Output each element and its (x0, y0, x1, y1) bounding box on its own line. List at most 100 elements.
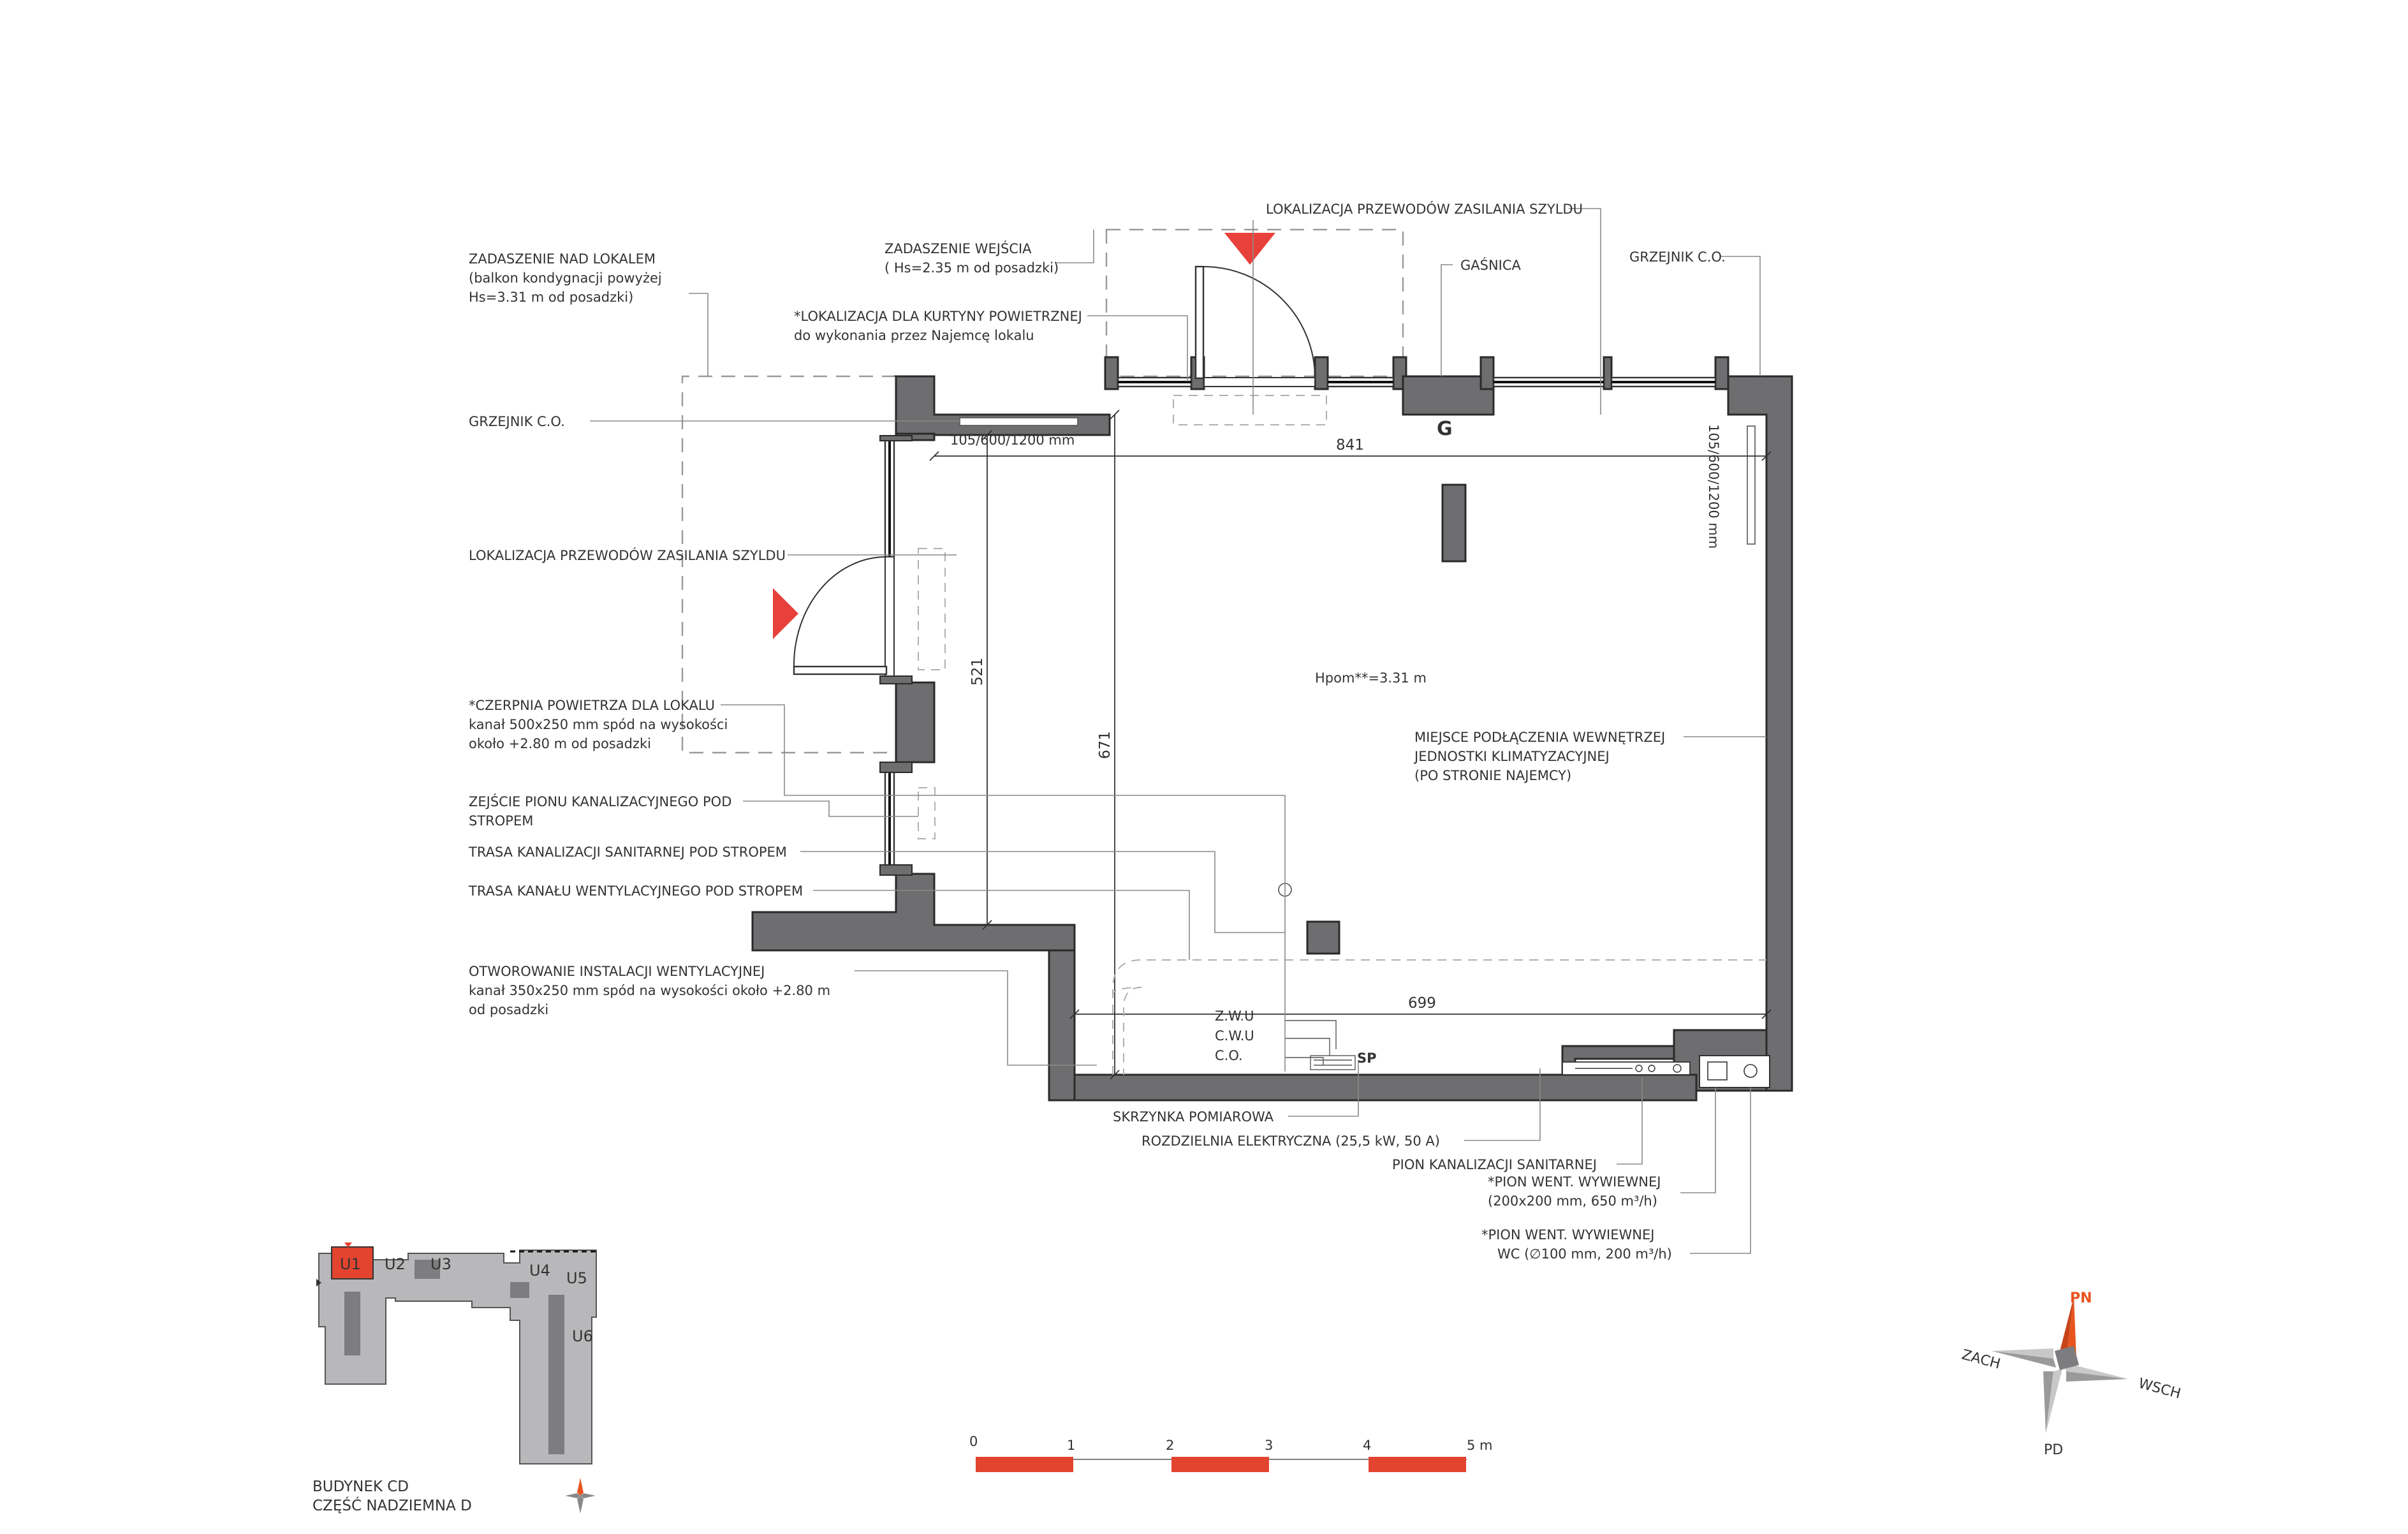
label-exhaust-shaft-2b: WC (∅100 mm, 200 m³/h) (1497, 1246, 1672, 1262)
compass-rose-icon (1992, 1297, 2128, 1433)
label-meter-box: SKRZYNKA POMIAROWA (1113, 1109, 1274, 1125)
keyplan-unit-u1 (331, 1246, 374, 1280)
label-canopy-unit-3: Hs=3.31 m od posadzki) (469, 290, 633, 305)
radiator-top (959, 417, 1078, 426)
label-ac-connection-3: (PO STRONIE NAJEMCY) (1414, 768, 1571, 783)
label-sign-power-top: LOKALIZACJA PRZEWODÓW ZASILANIA SZYLDU (1266, 201, 1583, 217)
scale-segment-0 (976, 1457, 1073, 1472)
wall-bottom (1048, 1073, 1698, 1102)
sewage-route (1123, 987, 1142, 1075)
keyplan-label-u3: U3 (430, 1255, 452, 1273)
scale-tick-2: 2 (1166, 1438, 1174, 1453)
windows-top (1117, 265, 1717, 388)
compass-west: ZACH (1960, 1347, 2002, 1373)
wall-pier-3 (1314, 356, 1329, 390)
label-duct-route: TRASA KANAŁU WENTYLACYJNEGO POD STROPEM (468, 883, 803, 899)
vent-shaft-wc (1744, 1064, 1758, 1078)
dim-height-left: 521 (969, 658, 986, 686)
scale-tick-4: 4 (1363, 1438, 1371, 1453)
door-frame-left (885, 556, 895, 679)
label-exhaust-shaft-1b: (200x200 mm, 650 m³/h) (1488, 1193, 1657, 1209)
leader-lines (590, 208, 1766, 1254)
label-air-curtain-2: do wykonania przez Najemcę lokalu (794, 328, 1034, 343)
label-entrance-canopy-1: ZADASZENIE WEJŚCIA (885, 240, 1032, 256)
keyplan-label-u1: U1 (340, 1255, 361, 1273)
dimension-lines (929, 409, 1772, 1080)
dim-radiator-right: 105/600/1200 mm (1706, 424, 1721, 549)
windows-left (793, 435, 913, 876)
keyplan-caption-1: BUDYNEK CD (312, 1479, 409, 1495)
keyplan-core-2 (510, 1282, 529, 1298)
entrance-marker-top (1224, 233, 1275, 265)
label-air-intake-1: *CZERPNIA POWIETRZA DLA LOKALU (469, 698, 715, 713)
sewage-riser-descent (918, 787, 936, 839)
scale-segment-2 (1171, 1457, 1269, 1472)
label-extinguisher: GAŚNICA (1460, 257, 1522, 273)
compass-south: PD (2044, 1442, 2063, 1458)
keyplan-building (318, 1250, 597, 1464)
keyplan-label-u5: U5 (566, 1269, 587, 1287)
scale-tick-3: 3 (1265, 1438, 1273, 1453)
wall-left-mid (895, 681, 936, 763)
label-riser-descent-1: ZEJŚCIE PIONU KANALIZACYJNEGO POD (469, 793, 731, 809)
label-sp: SP (1357, 1051, 1377, 1066)
label-canopy-unit-2: (balkon kondygnacji powyżej (469, 270, 662, 286)
scale-tick-0: 0 (969, 1434, 978, 1449)
wall-pier-6 (1603, 356, 1613, 390)
keyplan-core-3 (548, 1295, 564, 1454)
dim-width-top: 841 (1336, 437, 1364, 454)
label-vent-opening-3: od posadzki (469, 1002, 548, 1017)
label-air-curtain-1: *LOKALIZACJA DLA KURTYNY POWIETRZNEJ (794, 309, 1082, 324)
label-cwu: C.W.U (1215, 1028, 1254, 1044)
ventilation-route-inner (1112, 987, 1142, 1075)
label-riser-descent-2: STROPEM (469, 813, 533, 829)
label-exhaust-shaft-1a: *PION WENT. WYWIEWNEJ (1488, 1174, 1661, 1190)
entrance-canopy-outline (1105, 228, 1404, 378)
dim-height-mid: 671 (1097, 731, 1113, 759)
dimension-values: 105/600/1200 mm 105/600/1200 mm 841 521 … (950, 424, 1721, 1012)
radiator-right (1747, 425, 1756, 545)
label-sign-power-left: LOKALIZACJA PRZEWODÓW ZASILANIA SZYLDU (469, 547, 786, 563)
dim-radiator-top: 105/600/1200 mm (950, 432, 1075, 448)
label-electric-panel: ROZDZIELNIA ELEKTRYCZNA (25,5 kW, 50 A) (1142, 1133, 1440, 1149)
label-vent-opening-2: kanał 350x250 mm spód na wysokości około… (469, 983, 830, 998)
label-ac-connection-1: MIEJSCE PODŁĄCZENIA WEWNĘTRZEJ (1414, 730, 1665, 745)
meter-pipes (1285, 1020, 1356, 1070)
keyplan-core-4 (415, 1260, 440, 1279)
label-zwu: Z.W.U (1215, 1008, 1254, 1024)
label-canopy-unit-1: ZADASZENIE NAD LOKALEM (469, 251, 656, 267)
door-leaf-left (793, 665, 888, 675)
wall-pier-7 (1714, 356, 1729, 390)
door-frame-top (1203, 377, 1316, 387)
label-air-intake-2: kanał 500x250 mm spód na wysokości (469, 717, 728, 732)
column-1 (1441, 483, 1467, 563)
keyplan-label-u4: U4 (529, 1262, 550, 1280)
wall-corner-nw (895, 375, 1111, 436)
label-exhaust-shaft-2a: *PION WENT. WYWIEWNEJ (1481, 1227, 1654, 1243)
key-plan: U1 U2 U3 U4 U5 U6 BUDYNEK CD CZĘŚĆ NADZI… (312, 1243, 597, 1514)
compass-north: PN (2070, 1290, 2092, 1306)
label-ac-connection-2: JEDNOSTKI KLIMATYZACYJNEJ (1413, 749, 1610, 764)
canopy-outlines (681, 228, 1404, 839)
scale-tick-5: 5 m (1467, 1438, 1493, 1453)
label-sewage-route: TRASA KANALIZACJI SANITARNEJ POD STROPEM (468, 844, 787, 860)
extinguisher-symbol: G (1437, 418, 1453, 440)
ventilation-route-outer (1112, 959, 1766, 1075)
duct-routes (1112, 959, 1766, 1075)
keyplan-compass-icon (565, 1478, 596, 1514)
label-sewage-riser: PION KANALIZACJI SANITARNEJ (1392, 1157, 1597, 1172)
wall-right (1727, 375, 1793, 1092)
label-entrance-canopy-2: ( Hs=2.35 m od posadzki) (885, 260, 1059, 276)
air-curtain-location (1173, 395, 1327, 425)
scale-tick-1: 1 (1067, 1438, 1075, 1453)
label-vent-opening-1: OTWOROWANIE INSTALACJI WENTYLACYJNEJ (469, 964, 765, 979)
annotations: ZADASZENIE NAD LOKALEM (balkon kondygnac… (468, 201, 1726, 1262)
label-room-height: Hpom**=3.31 m (1315, 670, 1427, 686)
wall-bottom-left (751, 873, 1076, 952)
entrance-marker-left (773, 588, 798, 639)
keyplan-label-u2: U2 (385, 1255, 406, 1273)
dim-width-bottom: 699 (1408, 995, 1436, 1012)
label-air-intake-3: około +2.80 m od posadzki (469, 736, 651, 751)
